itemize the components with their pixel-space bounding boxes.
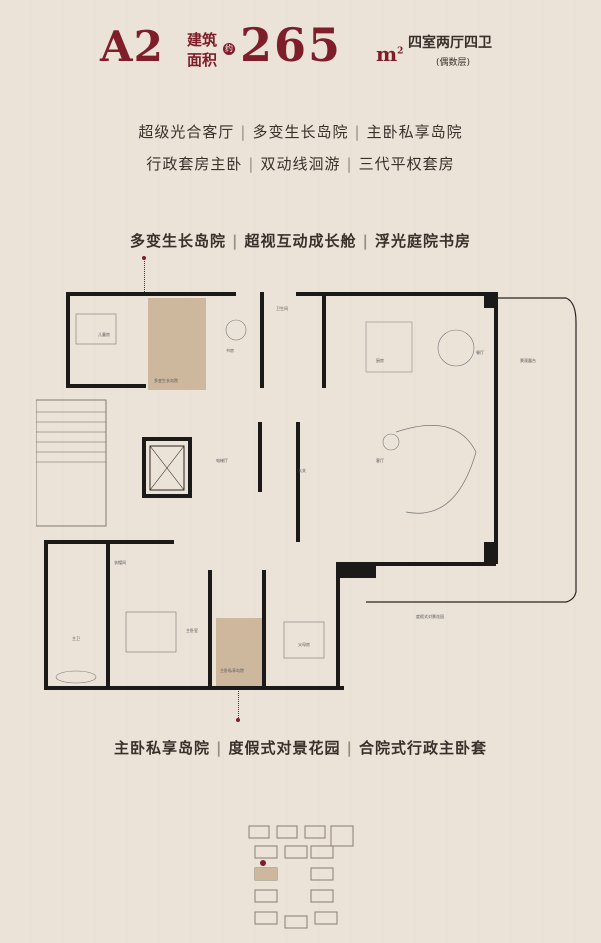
wall — [106, 542, 110, 688]
room-label: 衣帽间 — [114, 559, 126, 565]
leader-line-bottom — [238, 684, 239, 720]
wall — [262, 570, 266, 688]
room-label: 景观露台 — [520, 357, 536, 363]
master-bed — [125, 611, 177, 653]
feature-text: 三代平权套房 — [358, 155, 455, 173]
wall — [296, 292, 486, 296]
leader-line-top — [144, 258, 145, 294]
floor-note: (偶数层) — [436, 58, 471, 68]
wall — [44, 540, 48, 688]
unit-code: A2 — [100, 22, 164, 71]
wall — [322, 292, 326, 388]
feature-line-bottom: 主卧私享岛院 | 度假式对景花园 | 合院式行政主卧套 — [0, 737, 601, 758]
sofa — [395, 425, 477, 514]
wall — [208, 570, 212, 688]
wall — [66, 384, 146, 388]
feature-text: 合院式行政主卧套 — [358, 739, 487, 757]
wall — [260, 292, 264, 388]
room-label: 厨房 — [376, 357, 384, 363]
courtyard-top — [148, 298, 206, 390]
room-label: 电梯厅 — [216, 457, 228, 463]
area-label-line2: 面积 — [187, 51, 218, 69]
wall — [336, 572, 340, 688]
room-label: 卫生间 — [276, 305, 288, 311]
feature-line-2: 行政套房主卧 | 双动线洄游 | 三代平权套房 — [0, 153, 601, 174]
chair — [225, 319, 247, 341]
area-value: 265 — [240, 18, 343, 72]
room-label: 主卧室 — [186, 627, 198, 633]
key-plan — [248, 825, 354, 929]
elevator-cross — [149, 445, 185, 491]
wall — [258, 422, 262, 492]
highlighted-unit — [255, 868, 277, 880]
feature-text: 双动线洄游 — [260, 155, 341, 173]
bathtub — [55, 670, 97, 684]
wall — [356, 562, 496, 566]
feature-text: 主卧私享岛院 — [366, 123, 463, 141]
wall — [66, 292, 236, 296]
room-label: 餐厅 — [476, 349, 484, 355]
kitchen-counter — [365, 321, 413, 373]
separator: | — [232, 232, 239, 250]
wall — [296, 422, 300, 542]
feature-text: 主卧私享岛院 — [113, 739, 210, 757]
feature-line-mid: 多变生长岛院 | 超视互动成长舱 | 浮光庭院书房 — [0, 230, 601, 251]
dining-table — [437, 329, 475, 367]
room-label: 度假式对景花园 — [416, 613, 444, 619]
room-label: 书房 — [226, 347, 234, 353]
room-label: 主卫 — [72, 635, 80, 641]
separator: | — [240, 123, 247, 141]
layout-type: 四室两厅四卫 — [408, 35, 492, 51]
separator: | — [248, 155, 255, 173]
floor-plan: 儿童房 书房 多变生长岛院 卫生间 厨房 餐厅 景观露台 客厅 电梯厅 玄关 衣… — [36, 292, 577, 690]
separator: | — [346, 739, 353, 757]
stair-area — [36, 399, 107, 527]
room-label: 客厅 — [376, 457, 384, 463]
room-label: 主卧私享岛院 — [220, 667, 244, 673]
stair-lines — [36, 411, 106, 463]
balcony-outline — [366, 297, 577, 603]
feature-line-1: 超级光合客厅 | 多变生长岛院 | 主卧私享岛院 — [0, 121, 601, 142]
feature-text: 多变生长岛院 — [252, 123, 349, 141]
feature-text: 超视互动成长舱 — [244, 232, 357, 250]
wall — [142, 437, 146, 497]
lounge-chair — [382, 433, 400, 451]
wall — [44, 686, 344, 690]
separator: | — [216, 739, 223, 757]
feature-text: 超级光合客厅 — [138, 123, 235, 141]
unit-header: A2 建筑 面积 约 265 m2 四室两厅四卫 (偶数层) — [0, 0, 601, 90]
feature-text: 度假式对景花园 — [228, 739, 341, 757]
feature-text: 多变生长岛院 — [129, 232, 226, 250]
elevator-box — [149, 445, 185, 491]
area-label-line1: 建筑 — [187, 31, 218, 49]
courtyard-bottom — [216, 618, 264, 686]
area-unit: m2 — [376, 42, 404, 66]
room-label: 多变生长岛院 — [154, 377, 178, 383]
location-pin-icon — [260, 860, 266, 866]
feature-text: 浮光庭院书房 — [374, 232, 471, 250]
wall — [142, 494, 192, 498]
wall — [66, 292, 70, 387]
approx-badge: 约 — [223, 43, 235, 55]
separator: | — [354, 123, 361, 141]
wall — [336, 562, 376, 578]
separator: | — [346, 155, 353, 173]
parent-bed — [283, 621, 325, 659]
wall — [494, 292, 498, 552]
feature-text: 行政套房主卧 — [146, 155, 243, 173]
wall — [484, 542, 498, 564]
room-label: 玄关 — [298, 467, 306, 473]
separator: | — [362, 232, 369, 250]
pin-bottom — [236, 718, 240, 722]
room-label: 父母房 — [298, 641, 310, 647]
wall — [142, 437, 192, 441]
wall — [188, 437, 192, 497]
room-label: 儿童房 — [98, 331, 110, 337]
bed — [75, 313, 117, 345]
